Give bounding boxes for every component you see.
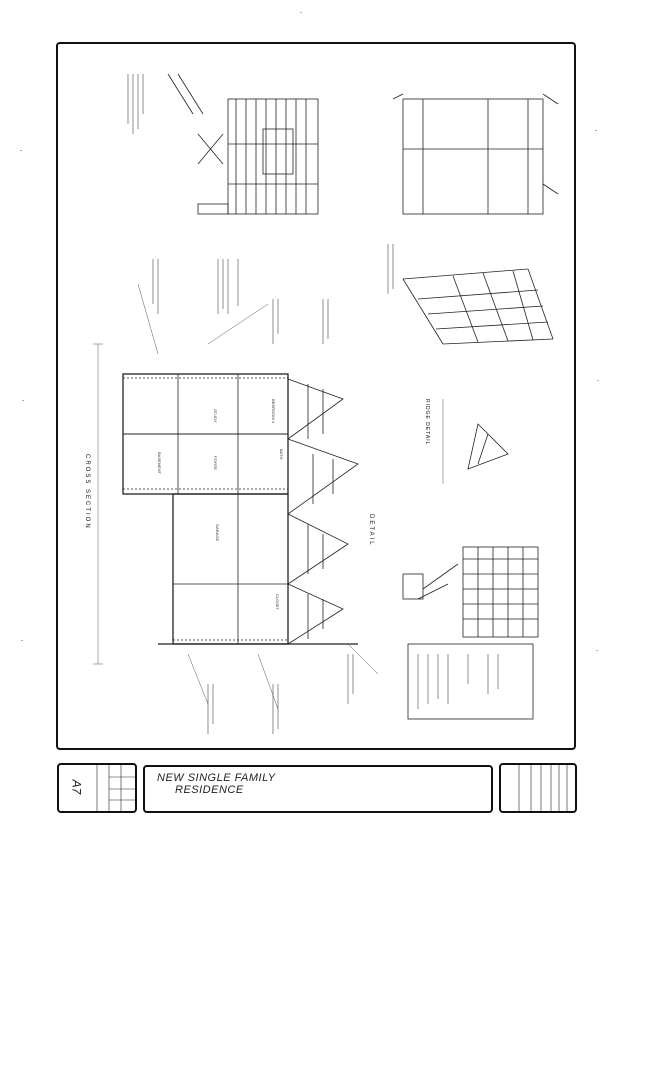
title-block-left: A7 — [57, 763, 137, 813]
room-label: BEDROOM 4 — [271, 399, 276, 424]
room-label: BASEMENT — [157, 452, 162, 475]
room-label: STUDY — [213, 409, 218, 423]
ridge-detail — [442, 399, 509, 484]
ridge-detail-label: RIDGE DETAIL — [424, 399, 430, 446]
sheet-number: A7 — [69, 779, 84, 795]
stair-framing-detail — [402, 268, 554, 345]
scan-mark — [20, 150, 22, 151]
door-window-schedule — [462, 546, 539, 638]
dimension-lines — [93, 283, 379, 710]
room-label: CLOSET — [275, 594, 280, 611]
scan-mark — [21, 640, 23, 641]
room-label: GARAGE — [215, 524, 220, 542]
room-label: FOYER — [213, 456, 218, 470]
project-title-line2: RESIDENCE — [175, 784, 244, 796]
scan-mark — [595, 130, 597, 131]
title-block-right — [499, 763, 577, 813]
scan-mark — [22, 400, 24, 401]
notes-box — [407, 643, 534, 720]
framing-detail — [392, 93, 559, 215]
cross-section-building — [122, 373, 359, 645]
scan-mark — [597, 380, 599, 381]
cross-section-label: CROSS SECTION — [84, 454, 90, 530]
drawing-sheet: CROSS SECTION DETAIL RIDGE DETAIL BEDROO… — [56, 42, 576, 750]
project-title-line1: NEW SINGLE FAMILY — [157, 772, 276, 784]
scan-mark — [300, 12, 302, 13]
annotation-marks — [127, 74, 499, 734]
architectural-drawing — [93, 73, 559, 734]
detail-label: DETAIL — [368, 514, 374, 547]
project-title-block: NEW SINGLE FAMILY RESIDENCE — [143, 765, 493, 813]
scan-mark — [596, 650, 598, 651]
room-label: BATH — [279, 449, 284, 460]
wall-section-detail — [167, 73, 319, 215]
eave-detail — [402, 563, 459, 600]
